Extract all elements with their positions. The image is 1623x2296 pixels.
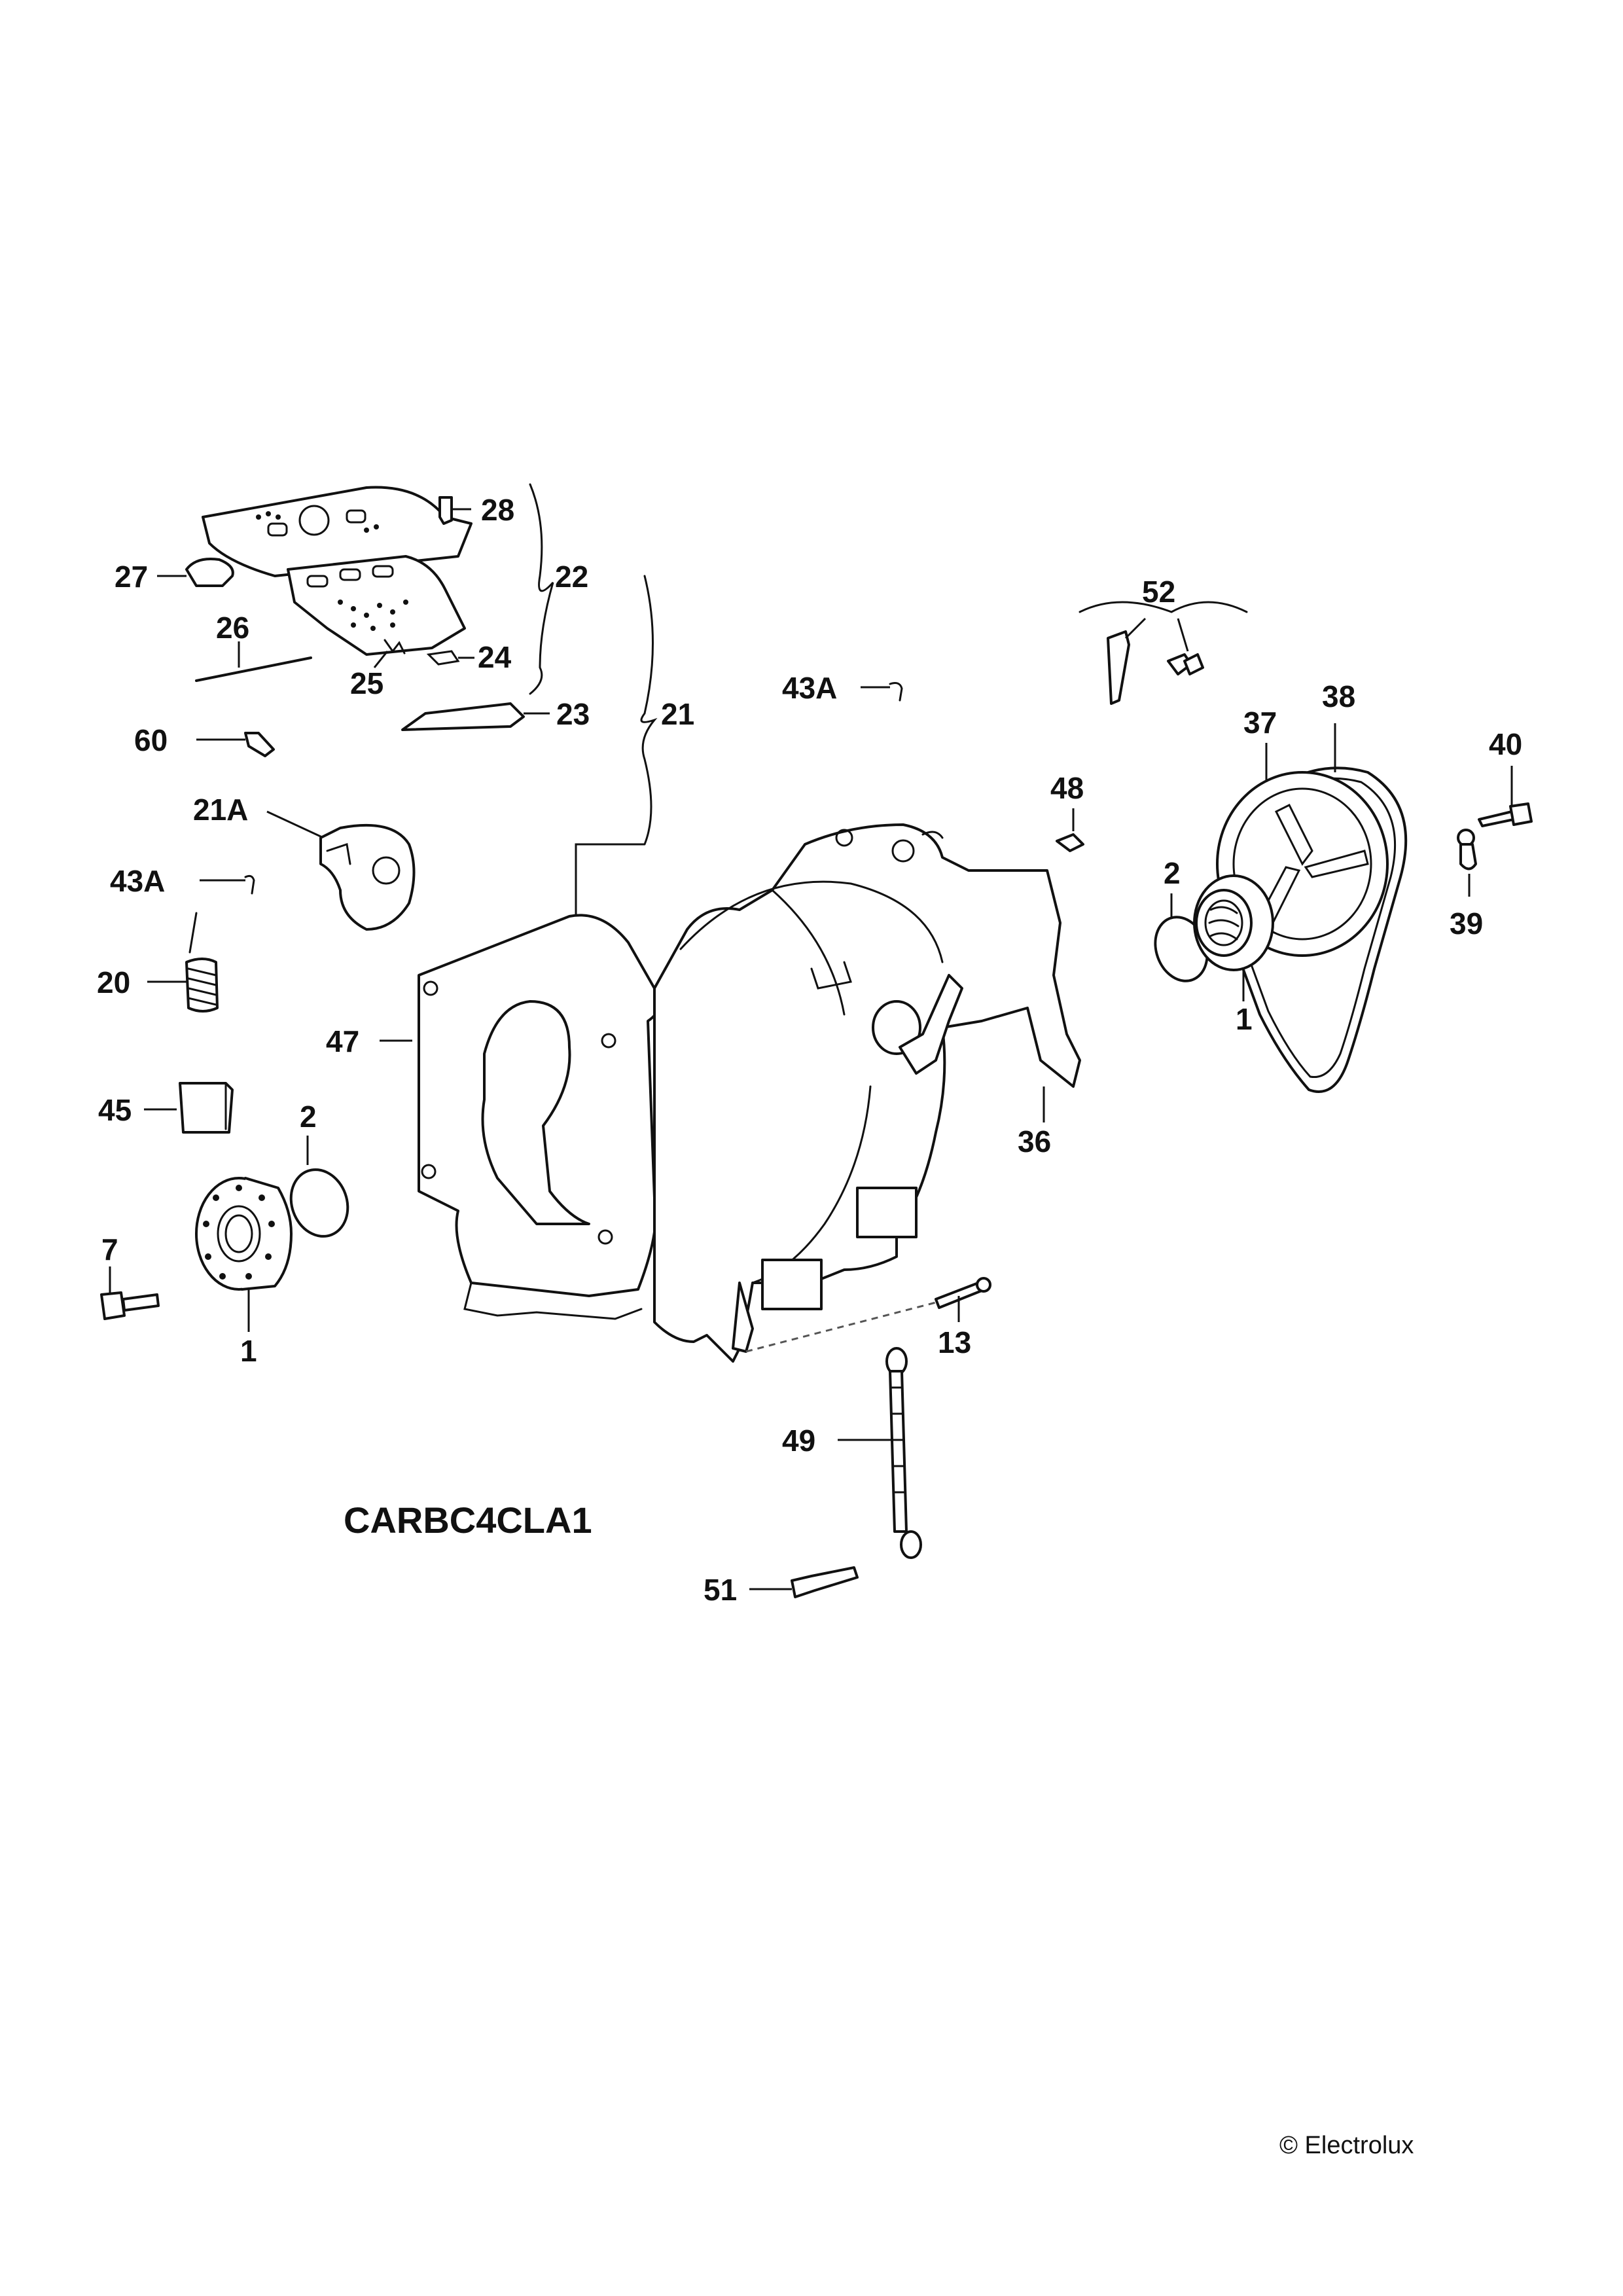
callout-23: 23	[556, 697, 590, 731]
part-47-rear-tub-half	[380, 914, 661, 1320]
callout-26: 26	[216, 611, 249, 645]
callout-36: 36	[1018, 1124, 1051, 1158]
callout-60: 60	[134, 723, 168, 757]
callout-20: 20	[97, 965, 130, 999]
part-28-screw	[438, 496, 471, 525]
callout-2-right: 2	[1164, 856, 1181, 890]
callout-28: 28	[481, 493, 514, 527]
callout-38: 38	[1322, 679, 1355, 713]
part-13-screw	[745, 1277, 991, 1353]
part-36-front-tub-half	[653, 823, 1081, 1363]
part-26-rod	[195, 641, 312, 682]
callout-1-left: 1	[240, 1334, 257, 1368]
part-52-pair	[1079, 601, 1248, 705]
callout-49: 49	[782, 1424, 815, 1458]
callout-27: 27	[115, 560, 148, 594]
callout-25: 25	[350, 666, 383, 700]
part-60-screw	[196, 732, 275, 757]
callout-43a-left: 43A	[110, 864, 165, 898]
part-43a-top-hook	[861, 682, 903, 702]
part-25-spring-pin	[373, 639, 406, 668]
callout-39: 39	[1450, 906, 1483, 941]
part-22-cover-assembly	[202, 486, 473, 656]
callout-22: 22	[555, 560, 588, 594]
callout-1-right: 1	[1236, 1002, 1253, 1036]
callout-24: 24	[478, 640, 512, 674]
part-51-pin	[749, 1566, 859, 1598]
part-7-bolt	[100, 1266, 160, 1320]
part-27-clip	[157, 558, 234, 587]
part-40-bolt	[1478, 766, 1533, 827]
diagram-code: CARBC4CLA1	[344, 1499, 592, 1541]
callout-21: 21	[661, 697, 694, 731]
callout-52: 52	[1142, 575, 1175, 609]
callout-40: 40	[1489, 727, 1522, 761]
callout-21a: 21A	[193, 793, 248, 827]
part-39-washer	[1457, 829, 1477, 897]
part-49-damper	[838, 1347, 922, 1559]
part-48-screw	[1056, 808, 1084, 852]
part-24-bracket	[426, 650, 474, 666]
callout-7: 7	[101, 1232, 118, 1266]
part-45-block	[144, 1082, 234, 1134]
callout-51: 51	[704, 1573, 737, 1607]
part-1-left-bearing-housing	[195, 1177, 293, 1332]
part-43a-left-hook	[200, 874, 255, 895]
callout-2-left: 2	[300, 1100, 317, 1134]
callout-13: 13	[938, 1325, 971, 1359]
part-23-channel	[401, 702, 550, 731]
part-21a-actuator	[266, 810, 416, 931]
brace-21	[575, 575, 658, 916]
callout-48: 48	[1050, 771, 1084, 805]
part-1-right-bearing-housing	[1193, 874, 1274, 1001]
callout-labels: 28 22 27 26 24 25 23 21 43A 52 60 21A 48…	[97, 493, 1522, 1607]
callout-37: 37	[1243, 706, 1277, 740]
copyright-notice: © Electrolux	[1279, 2132, 1414, 2159]
callout-47: 47	[326, 1024, 359, 1058]
part-20-spring	[147, 912, 219, 1013]
callout-45: 45	[98, 1093, 132, 1127]
callout-43a-top: 43A	[782, 671, 837, 705]
part-2-left-oring	[289, 1136, 349, 1238]
brace-22	[529, 483, 554, 695]
